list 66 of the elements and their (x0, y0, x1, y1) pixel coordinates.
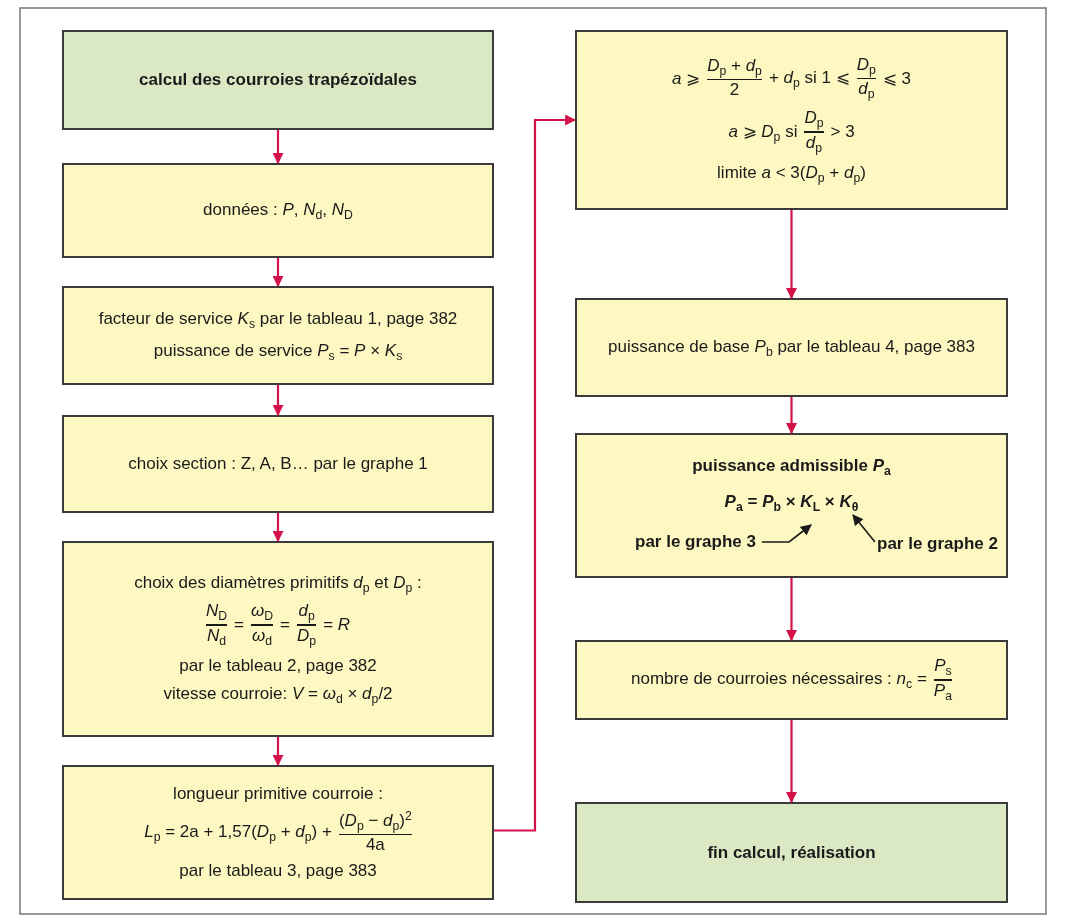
formula-text: L$_{p}$ = 2a + 1,57(D$_{p}$ + d$_{p}$) + (144, 821, 332, 844)
flow-arrow (272, 258, 284, 288)
formula-text: > 3 (830, 121, 855, 142)
formula-text: par le tableau 2, page 382 (179, 655, 377, 676)
formula-text: P$_{s}$ (934, 657, 952, 679)
formula-text: P$_{a}$ (933, 681, 952, 703)
formula-text: facteur de service K$_{s}$ par le tableau 1, page 382 (98, 308, 458, 331)
formula-text: nombre de courroies nécessaires : n$_{c}$ = (631, 669, 927, 691)
formula-text: d$_{p}$ (298, 602, 315, 624)
formula-text: D$_{p}$ (856, 55, 876, 77)
flow-arrow (272, 737, 284, 767)
formula-text: N$_{D}$ (205, 602, 228, 624)
box-title: fin calcul, réalisation (707, 842, 876, 863)
formula-text: longueur primitive courroie : (173, 783, 383, 804)
flow-arrow (272, 130, 284, 165)
end-box (575, 802, 1008, 903)
formula-text: + d$_{p}$ si 1 ⩽ (768, 67, 850, 90)
process-box (575, 433, 1008, 578)
formula-text: D$_{p}$ + d$_{p}$ (707, 56, 762, 78)
flow-arrow (786, 720, 797, 804)
formula-text: limite a < 3(D$_{p}$ + d$_{p}$) (717, 162, 866, 185)
start-box (62, 30, 494, 130)
process-box (62, 541, 494, 737)
flow-arrow (786, 578, 797, 642)
formula-text: choix des diamètres primitifs d$_{p}$ et D$_{p}$ : (134, 572, 422, 595)
flow-arrow (786, 210, 797, 300)
formula-text: choix section : Z, A, B… par le graphe 1 (128, 454, 428, 474)
formula-text: puissance de service P$_{s}$ = P × K$_{s}$ (153, 340, 403, 363)
formula-text: puissance admissible P$_{a}$ (692, 455, 891, 478)
process-box (62, 286, 494, 385)
formula-text: d$_{p}$ (858, 80, 875, 102)
formula-text: a ⩾ (671, 67, 701, 89)
flow-arrow (272, 385, 284, 417)
box-title: calcul des courroies trapézoïdales (139, 70, 417, 90)
formula-text: D$_{p}$ (804, 109, 824, 131)
process-box (575, 30, 1008, 210)
flow-arrow (494, 114, 577, 832)
process-box (62, 415, 494, 513)
formula-text: données : P, N$_{d}$, N$_{D}$ (203, 199, 353, 222)
process-box (575, 298, 1008, 397)
process-box (62, 765, 494, 900)
leader-arrow (761, 524, 812, 543)
formula-text: = R (323, 615, 351, 635)
formula-text: par le tableau 3, page 383 (179, 861, 377, 882)
formula-text: D$_{p}$ (297, 626, 317, 648)
formula-text: ω$_{D}$ (251, 602, 274, 624)
annotation-text: par le graphe 3 (635, 532, 756, 552)
formula-text: vitesse courroie: V = ω$_{d}$ × d$_{p}$/2 (163, 683, 393, 706)
formula-text: puissance de base P$_{b}$ par le tableau 4, page 383 (608, 336, 975, 359)
formula-text: ω$_{d}$ (252, 626, 273, 648)
formula-text: a ⩾ D$_{p}$ si (728, 120, 798, 144)
formula-text: N$_{d}$ (206, 626, 227, 648)
leader-arrow (852, 514, 876, 543)
formula-text: 4a (365, 836, 385, 856)
formula-text: 2 (729, 81, 740, 100)
formula-text: d$_{p}$ (805, 133, 823, 155)
process-box (62, 163, 494, 258)
process-box (575, 640, 1008, 720)
formula-text: (D$_{p}$ − d$_{p}$)$^{2}$ (338, 809, 412, 834)
formula-text: = (234, 615, 244, 635)
formula-text: ⩽ 3 (882, 67, 912, 89)
formula-text: = (280, 615, 291, 635)
annotation-text: par le graphe 2 (877, 534, 998, 554)
formula-text: P$_{a}$ = P$_{b}$ × K$_{L}$ × K$_{θ}$ (724, 491, 859, 514)
flow-arrow (272, 513, 284, 543)
flow-arrow (786, 397, 797, 435)
